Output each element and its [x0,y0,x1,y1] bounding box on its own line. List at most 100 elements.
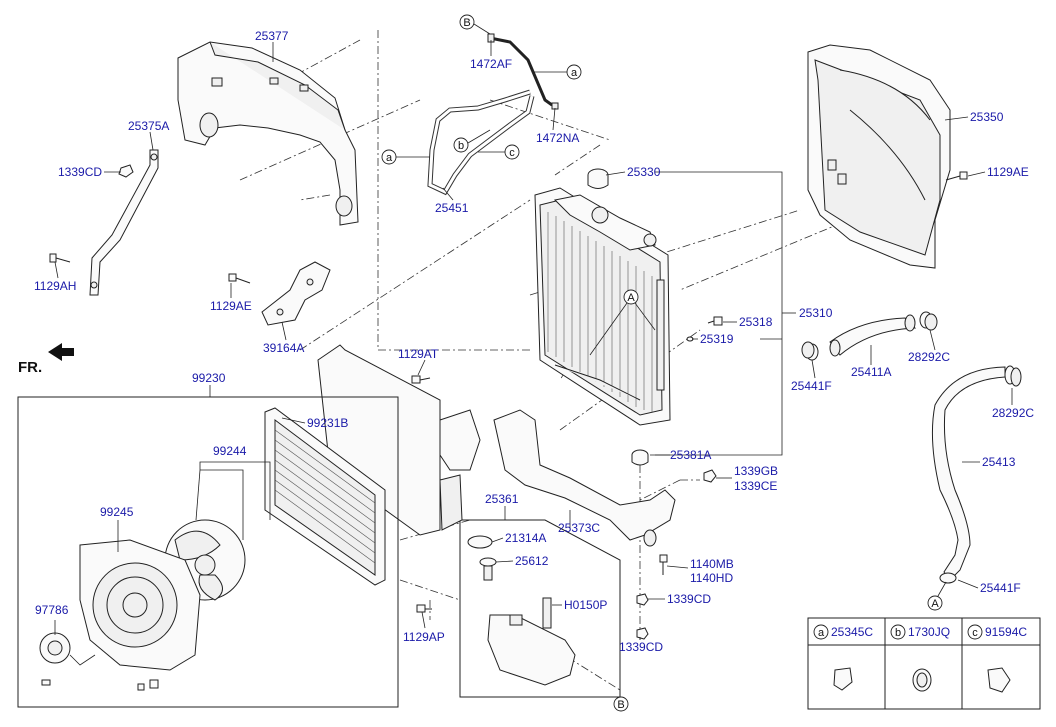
svg-text:c: c [509,147,515,159]
hose-clamp-25441F-upper [801,341,819,361]
bolt-1140MB [659,554,668,575]
legend-table [807,617,1041,710]
legend-header-a: a 25345C [813,624,873,640]
bolt-1129AP [416,604,432,613]
label-25612: 25612 [515,554,549,568]
label-1472NA: 1472NA [536,131,579,145]
radiator-cap-25330 [587,168,609,189]
label-25375A: 25375A [128,119,169,133]
overflow-hose-25451 [427,33,559,196]
radiator-25310 [534,187,671,426]
svg-text:B: B [617,699,624,711]
label-28292C-lower: 28292C [992,406,1034,420]
hose-clamp-28292C-upper [919,311,938,331]
label-25413: 25413 [982,455,1016,469]
stay-rod-25375A [89,149,159,296]
condenser-group-frame [17,396,399,708]
pipe-25373C [493,409,676,547]
label-25330: 25330 [627,165,661,179]
condenser-core-fins [274,429,376,564]
svg-text:a: a [571,67,578,79]
condenser-99231B [264,407,386,586]
callout-A-radiator: A [589,289,656,356]
side-bracket [317,344,481,536]
label-25318: 25318 [739,315,773,329]
label-25319: 25319 [700,332,734,346]
label-25451: 25451 [435,201,469,215]
hose-clamp-28292C-lower [1004,365,1022,387]
svg-text:c: c [972,627,978,639]
svg-text:A: A [931,598,939,610]
label-1129AT: 1129AT [398,347,439,361]
label-25441F-upper: 25441F [791,379,832,393]
drain-plug-25318 [707,316,723,326]
radiator-core-fins [547,212,653,412]
svg-text:a: a [386,152,393,164]
label-1339GB: 1339GB [734,464,778,478]
callout-B-bottom: B [613,696,629,712]
label-1129AP: 1129AP [403,630,445,644]
legend-header-b: b 1730JQ [890,624,950,640]
label-1339CE: 1339CE [734,479,777,493]
label-25350: 25350 [970,110,1004,124]
bolt-1129AT [411,375,431,384]
legend-part-b: 1730JQ [908,625,950,639]
label-99231B: 99231B [307,416,348,430]
fan-shroud-99245 [79,539,201,671]
bolt-1339CD-upper [118,164,134,178]
callout-a-left: a [381,149,430,165]
nut-1339CD-mid [636,593,649,606]
label-25310: 25310 [799,306,833,320]
label-25373C: 25373C [558,521,600,535]
seal-25612 [479,557,497,581]
svg-text:a: a [818,627,825,639]
cap-21314A [467,535,493,549]
callout-A-hose: A [927,581,947,611]
nut-1339CD-low [636,627,649,640]
label-25441F-lower: 25441F [980,581,1021,595]
part-labels: 25377 25375A 1339CD 1129AH 1472AF 1472NA… [34,29,1034,654]
label-1129AH: 1129AH [34,279,76,293]
legend-part-a: 25345C [831,625,873,639]
front-direction-arrow [48,343,74,361]
label-1140MB: 1140MB [690,557,734,571]
clip-c-icon [987,667,1011,693]
callout-c-hose: c [478,144,520,160]
fan-shroud-25350 [807,44,951,269]
label-25381A: 25381A [670,448,711,462]
label-1129AE-left: 1129AE [210,299,252,313]
lower-hose-25413 [931,366,1006,581]
fan-motor-97786 [39,632,96,666]
label-99244: 99244 [213,444,247,458]
label-99230: 99230 [192,371,226,385]
legend-header-c: c 91594C [967,624,1027,640]
svg-text:B: B [463,17,470,29]
label-25377: 25377 [255,29,289,43]
label-1339CD-mid: 1339CD [667,592,711,606]
shroud-panel-25377 [177,41,359,226]
bracket-39164A [261,261,331,326]
label-1472AF: 1472AF [470,57,512,71]
insulator-25381A [631,449,649,466]
label-1339CD-low: 1339CD [619,640,663,654]
svg-text:b: b [895,627,901,639]
label-99245: 99245 [100,505,134,519]
small-fasteners [41,679,159,691]
bolt-1129AE-right [945,171,968,181]
svg-text:A: A [627,292,635,304]
label-1339CD-upper: 1339CD [58,165,102,179]
label-21314A: 21314A [505,531,546,545]
leader-lines [54,40,1013,640]
svg-text:b: b [458,140,464,152]
nut-1339GB [703,469,717,483]
label-28292C-upper: 28292C [908,350,950,364]
legend-part-c: 91594C [985,625,1027,639]
label-H0150P: H0150P [564,598,607,612]
callout-b-top: B [459,14,491,35]
label-39164A: 39164A [263,341,304,355]
clip-a-icon [833,667,853,691]
label-1129AE-right: 1129AE [987,165,1029,179]
hose-clamp-25441F-lower [939,572,957,584]
label-25411A: 25411A [851,365,891,379]
